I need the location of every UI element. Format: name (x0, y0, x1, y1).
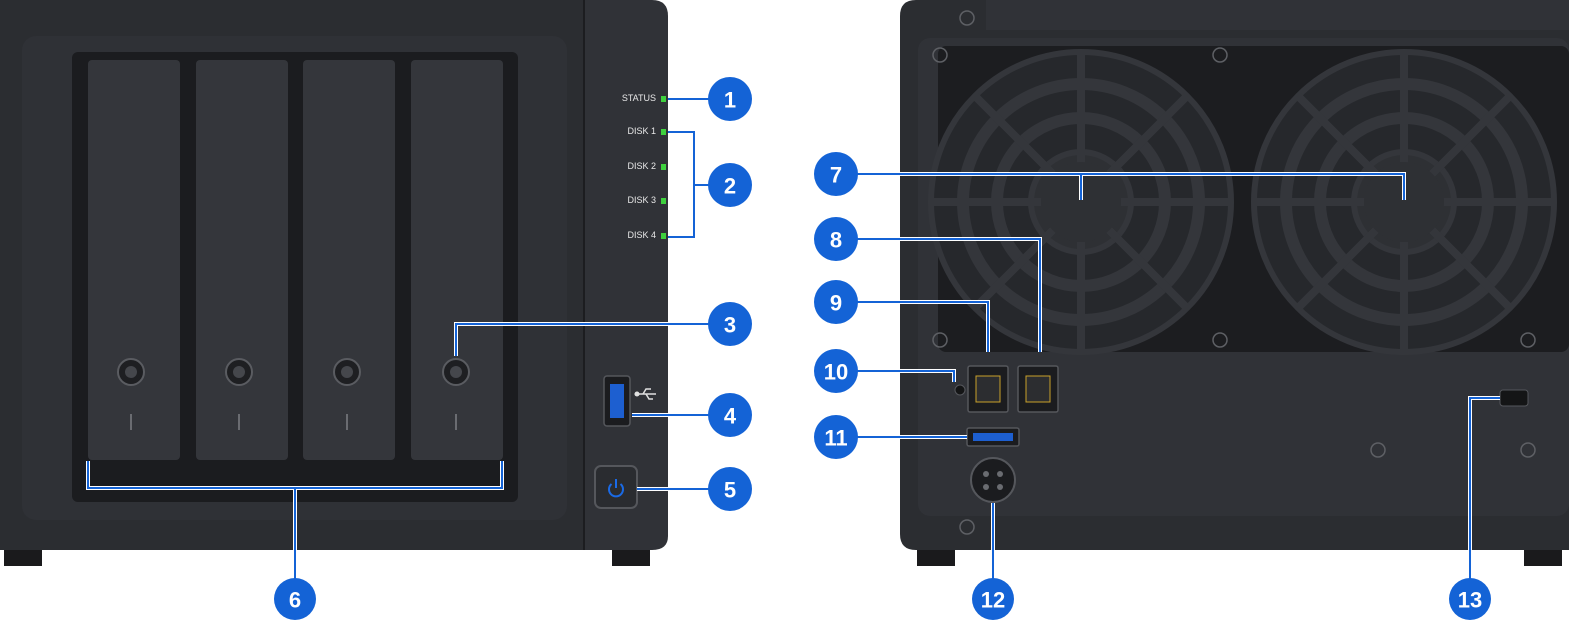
callout-3: 3 (708, 302, 752, 346)
callout-4: 4 (708, 393, 752, 437)
callout-label: 7 (830, 163, 842, 188)
callout-label: 6 (289, 588, 301, 613)
callout-label: 5 (724, 478, 736, 503)
reset-button[interactable] (954, 384, 966, 396)
fan-left (928, 49, 1234, 355)
callout-8: 8 (814, 217, 858, 261)
led-label-status: STATUS (622, 93, 656, 103)
rear-foot-right (1524, 548, 1562, 566)
callout-label: 3 (724, 313, 736, 338)
disk-4-led (661, 233, 666, 239)
callout-label: 9 (830, 291, 842, 316)
front-view: STATUS DISK 1 DISK 2 DISK 3 DISK 4 (0, 0, 668, 566)
callouts: 1 2 3 4 5 6 7 8 (274, 77, 1491, 620)
callout-label: 2 (724, 174, 736, 199)
power-icon (608, 479, 624, 498)
fan-right (1251, 49, 1557, 355)
callout-13: 13 (1449, 578, 1491, 620)
rear-foot-left (917, 548, 955, 566)
disk-3-led (661, 198, 666, 204)
usb-icon (634, 388, 656, 400)
led-label-disk-2: DISK 2 (627, 161, 656, 171)
callout-label: 13 (1458, 588, 1482, 613)
rear-top-strip (986, 0, 1569, 30)
screw-icons (932, 10, 1536, 535)
security-slot (1499, 389, 1529, 407)
callout-label: 10 (824, 360, 848, 385)
drive-bay-recess (72, 52, 518, 502)
disk-2-led (661, 164, 666, 170)
rear-view (900, 0, 1569, 566)
callout-5: 5 (708, 467, 752, 511)
callout-2: 2 (708, 163, 752, 207)
callout-7: 7 (814, 152, 858, 196)
power-port (970, 457, 1016, 503)
disk-1-led (661, 129, 666, 135)
callout-1: 1 (708, 77, 752, 121)
callout-label: 12 (981, 588, 1005, 613)
drive-tray-2 (196, 60, 288, 460)
callout-11: 11 (814, 415, 858, 459)
drive-tray-1 (88, 60, 180, 460)
callout-label: 8 (830, 228, 842, 253)
callout-9: 9 (814, 280, 858, 324)
led-label-disk-3: DISK 3 (627, 195, 656, 205)
led-label-disk-4: DISK 4 (627, 230, 656, 240)
callout-10: 10 (814, 349, 858, 393)
callout-12: 12 (972, 578, 1014, 620)
callout-6: 6 (274, 578, 316, 620)
drive-tray-3 (303, 60, 395, 460)
status-led (661, 96, 666, 102)
callout-label: 11 (824, 426, 847, 451)
callout-label: 1 (724, 88, 736, 113)
led-label-disk-1: DISK 1 (627, 126, 656, 136)
front-foot-left (4, 548, 42, 566)
callout-label: 4 (724, 404, 737, 429)
front-foot-right (612, 548, 650, 566)
drive-tray-4 (411, 60, 503, 460)
